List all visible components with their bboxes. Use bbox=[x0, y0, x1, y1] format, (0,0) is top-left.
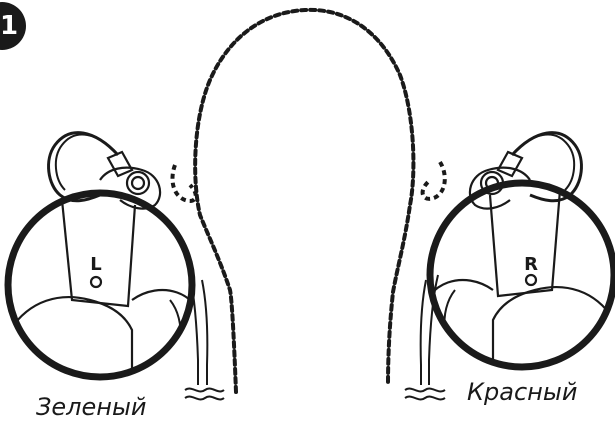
right-marker-label: R bbox=[524, 254, 538, 275]
left-marker-dot bbox=[89, 275, 103, 289]
left-caption: Зеленый bbox=[36, 393, 147, 421]
dotted-cable-right-loop bbox=[420, 160, 447, 201]
right-magnifier: R bbox=[426, 179, 615, 371]
left-marker-label: L bbox=[90, 254, 101, 275]
left-magnifier: L bbox=[4, 189, 196, 381]
left-earphone bbox=[47, 131, 225, 401]
right-caption: Красный bbox=[467, 378, 578, 406]
dotted-cable-left-loop bbox=[170, 164, 198, 203]
right-earphone bbox=[404, 131, 583, 401]
right-marker-dot bbox=[524, 273, 538, 287]
dotted-cable bbox=[193, 7, 416, 394]
left-magnifier-ring bbox=[4, 189, 196, 381]
step-number: 1 bbox=[0, 11, 19, 41]
right-magnifier-ring bbox=[426, 179, 615, 371]
